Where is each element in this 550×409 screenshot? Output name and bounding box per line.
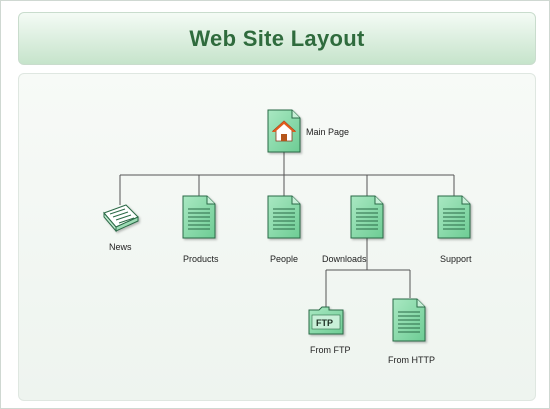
support-node[interactable]: Support [437, 195, 472, 264]
people-node[interactable]: People [267, 195, 301, 264]
news-node[interactable]: News [103, 204, 139, 252]
from-ftp-label: From FTP [310, 345, 351, 355]
downloads-node[interactable]: Downloads [322, 195, 384, 264]
newspaper-icon [103, 204, 139, 233]
document-page-icon [182, 195, 216, 239]
document-page-icon [350, 195, 384, 239]
from-ftp-node[interactable]: FTP From FTP [308, 306, 351, 355]
support-label: Support [440, 254, 472, 264]
from-http-node[interactable]: From HTTP [388, 298, 435, 365]
news-label: News [109, 242, 132, 252]
ftp-folder-icon: FTP [308, 306, 344, 335]
connector-lines [119, 152, 455, 307]
document-page-icon [392, 298, 426, 342]
title-panel: Web Site Layout [18, 12, 536, 65]
ftp-badge-label: FTP [316, 318, 333, 328]
diagram-title: Web Site Layout [189, 25, 365, 51]
document-page-icon [437, 195, 471, 239]
main-page-label: Main Page [306, 127, 349, 137]
from-http-label: From HTTP [388, 355, 435, 365]
downloads-label: Downloads [322, 254, 367, 264]
products-label: Products [183, 254, 219, 264]
home-page-icon [267, 109, 301, 153]
main-page-node[interactable]: Main Page [267, 109, 349, 153]
people-label: People [270, 254, 298, 264]
products-node[interactable]: Products [182, 195, 219, 264]
document-page-icon [267, 195, 301, 239]
